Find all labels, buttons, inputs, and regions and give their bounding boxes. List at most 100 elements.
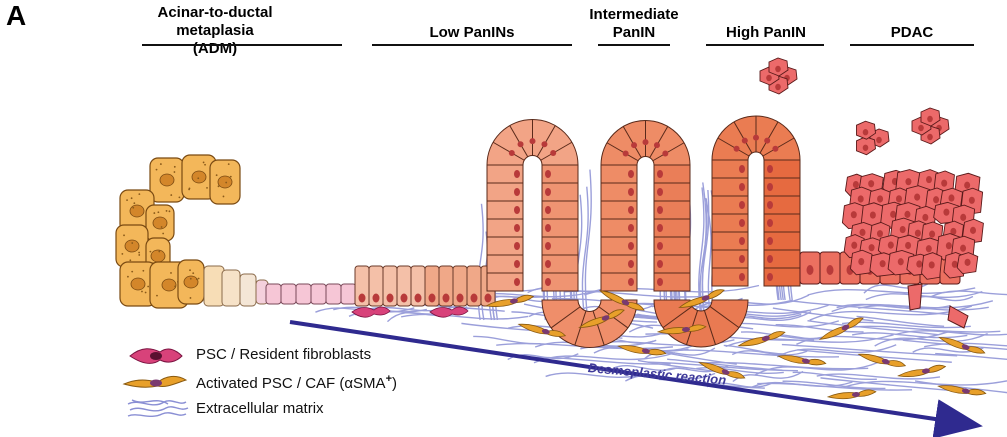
- nucleus: [514, 206, 520, 214]
- nucleus: [471, 294, 478, 303]
- zymogen-granule: [228, 163, 230, 165]
- nucleus: [918, 125, 924, 131]
- nucleus: [914, 194, 920, 201]
- nucleus: [772, 146, 778, 152]
- zymogen-granule: [190, 278, 192, 280]
- nucleus: [807, 265, 814, 275]
- invading-tumor-cell: [908, 284, 922, 310]
- nucleus: [767, 273, 773, 281]
- nucleus: [514, 278, 520, 286]
- nucleus: [904, 211, 910, 218]
- nucleus: [657, 278, 663, 286]
- zymogen-granule: [129, 259, 131, 261]
- zymogen-granule: [127, 276, 129, 278]
- nucleus: [922, 214, 928, 221]
- nucleus: [767, 237, 773, 245]
- acinar-nucleus: [184, 276, 198, 288]
- nucleus: [905, 178, 911, 185]
- zymogen-granule: [206, 187, 208, 189]
- zymogen-granule: [230, 176, 232, 178]
- acinar-nucleus: [131, 278, 145, 290]
- zymogen-granule: [123, 234, 125, 236]
- nucleus: [775, 84, 781, 90]
- duct-cell: [326, 284, 341, 304]
- nucleus: [775, 66, 781, 72]
- zymogen-granule: [156, 169, 158, 171]
- nucleus: [545, 278, 551, 286]
- nucleus: [890, 211, 896, 218]
- ecm-fiber: [473, 336, 540, 343]
- acinar-nucleus: [160, 174, 174, 186]
- nucleus: [739, 219, 745, 227]
- nucleus: [401, 294, 408, 303]
- nucleus: [766, 75, 772, 81]
- nucleus: [767, 219, 773, 227]
- nucleus: [927, 134, 933, 140]
- zymogen-granule: [204, 164, 206, 166]
- zymogen-granule: [153, 212, 155, 214]
- nucleus: [926, 176, 932, 183]
- zymogen-granule: [158, 251, 160, 253]
- nucleus: [530, 138, 536, 144]
- nucleus: [948, 194, 954, 201]
- duct-cell: [311, 284, 326, 304]
- zymogen-granule: [218, 185, 220, 187]
- psc-fibroblast: [430, 307, 468, 317]
- nucleus: [915, 230, 921, 237]
- nucleus: [541, 141, 547, 147]
- zymogen-granule: [138, 252, 140, 254]
- nucleus: [969, 197, 975, 204]
- nucleus: [443, 294, 450, 303]
- nucleus: [359, 294, 366, 303]
- zymogen-granule: [149, 251, 151, 253]
- nucleus: [941, 180, 947, 187]
- nucleus: [628, 206, 634, 214]
- nucleus: [870, 211, 876, 218]
- nucleus: [960, 245, 966, 252]
- nucleus: [457, 294, 464, 303]
- nucleus: [643, 139, 649, 145]
- nucleus: [764, 138, 770, 144]
- nucleus: [860, 229, 866, 236]
- zymogen-granule: [190, 297, 192, 299]
- nucleus: [858, 195, 864, 202]
- zymogen-granule: [156, 295, 158, 297]
- nucleus: [514, 170, 520, 178]
- nucleus: [628, 260, 634, 268]
- zymogen-granule: [133, 202, 135, 204]
- nucleus: [767, 183, 773, 191]
- legend-caf-alpha: α: [344, 375, 353, 392]
- transitional-cell: [240, 274, 256, 306]
- zymogen-granule: [126, 199, 128, 201]
- nucleus: [657, 206, 663, 214]
- nucleus: [960, 214, 966, 221]
- nucleus: [739, 183, 745, 191]
- nucleus: [657, 188, 663, 196]
- zymogen-granule: [169, 210, 171, 212]
- nucleus: [933, 196, 939, 203]
- nucleus: [853, 181, 859, 188]
- legend-caf-sma: SMA: [353, 375, 386, 392]
- nucleus: [970, 227, 976, 234]
- nucleus: [631, 142, 637, 148]
- nucleus: [429, 294, 436, 303]
- nucleus: [943, 209, 949, 216]
- zymogen-granule: [132, 207, 134, 209]
- legend-caf-suffix: ): [392, 375, 397, 392]
- nucleus: [888, 242, 894, 249]
- nucleus: [545, 170, 551, 178]
- nucleus: [929, 261, 935, 268]
- nucleus: [657, 224, 663, 232]
- nucleus: [929, 231, 935, 238]
- caf-cell-icon: [124, 376, 186, 387]
- caf-cell: [828, 389, 876, 400]
- zymogen-granule: [142, 270, 144, 272]
- ecm-fibers-icon: [128, 400, 188, 416]
- nucleus: [545, 224, 551, 232]
- zymogen-granule: [138, 254, 140, 256]
- zymogen-granule: [131, 271, 133, 273]
- zymogen-granule: [189, 187, 191, 189]
- nucleus: [742, 138, 748, 144]
- zymogen-granule: [157, 211, 159, 213]
